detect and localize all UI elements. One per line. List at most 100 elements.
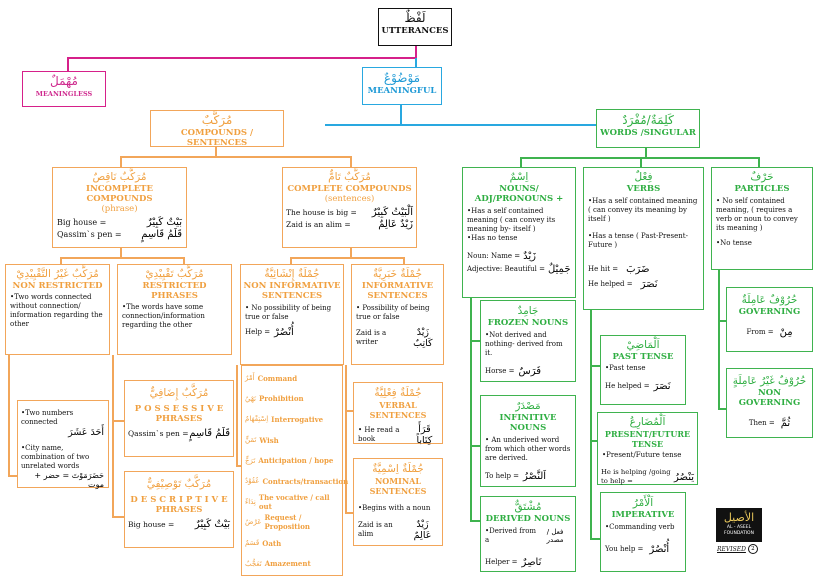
non-informative-box: جُمْلَةٌ إِنْشَائِيَّةٌ NON INFORMATIVE …: [240, 264, 344, 365]
descriptive-phrases-box: مُرَكَّبٌ تَوْصِيْفِيٌّ D E S C R I P T …: [124, 471, 234, 548]
meaningless-box: مُهْمَلٌ MEANINGLESS: [22, 71, 106, 107]
particles-box: حَرْفٌ PARTICLES • No self contained mea…: [711, 167, 813, 270]
example-arabic: اَلنَّصْرُ: [523, 471, 547, 482]
imperative-box: اَلْأَمْرُ IMPERATIVE •Commanding verb Y…: [600, 492, 686, 572]
sentence-type-item: تَرَجٍّAnticipation / hope: [245, 450, 339, 471]
compounds-arabic: مُرَكَّبٌ: [201, 113, 233, 127]
sentence-type-item: تَمَنٍّWish: [245, 430, 339, 451]
example-arabic: قَرَأَ كِتَاباً: [416, 424, 433, 446]
sentence-type-label: Prohibition: [259, 394, 304, 404]
sentence-type-item: نِدَاءٌThe vocative / call out: [245, 492, 339, 513]
numbers-line2: •City name, combination of two unrelated…: [21, 444, 90, 470]
sentence-type-arabic: تَمَنٍّ: [245, 436, 257, 445]
sentence-type-item: أَمْرٌCommand: [245, 368, 339, 389]
sentence-type-arabic: نِدَاءٌ: [245, 497, 256, 506]
sentence-type-item: قَسَمٌOath: [245, 533, 339, 554]
compounds-box: مُرَكَّبٌ COMPOUNDS / SENTENCES: [150, 110, 284, 148]
connector: [112, 516, 124, 518]
possessive-arabic: مُرَكَّبٌ إِضَافِيٌّ: [149, 387, 209, 399]
derived-desc-arabic: فعل / مصدر: [546, 528, 564, 544]
example-text: Zaid is a writer: [356, 329, 387, 346]
example-text: To help =: [485, 472, 520, 480]
example-text: Helper =: [485, 558, 518, 566]
revised-note: REVISED 2: [717, 543, 767, 555]
example-text: Adjective: Beautiful =: [467, 265, 545, 273]
connector: [60, 257, 62, 265]
present-label: PRESENT/FUTURE TENSE: [604, 429, 691, 449]
sentence-type-label: Amazement: [264, 559, 311, 569]
meaningful-box: مَوْضُوْعٌ MEANINGFUL: [362, 67, 442, 105]
restricted-desc: •The words have some connection/informat…: [122, 303, 205, 329]
sentence-type-label: Contracts/transaction: [262, 476, 349, 486]
present-arabic: اَلْمُضَارِعُ: [629, 416, 666, 428]
nouns-label: NOUNS/: [499, 184, 539, 194]
frozen-label: FROZEN NOUNS: [487, 318, 569, 328]
example-text: Horse =: [485, 367, 515, 375]
particles-label: PARTICLES: [734, 184, 790, 194]
example-text: Qassim`s pen =: [57, 230, 122, 239]
root-label: UTTERANCES: [381, 26, 449, 36]
connector: [112, 420, 124, 422]
sentence-type-arabic: تَعَجُّبٌ: [245, 559, 262, 568]
verbs-label: VERBS: [626, 184, 661, 194]
logo-line2: FOUNDATION: [724, 531, 754, 536]
derived-nouns-box: مُشْتَقٌّ DERIVED NOUNS •Derived from a …: [480, 496, 576, 572]
connector: [718, 270, 720, 410]
verbs-desc1: •Has a self contained meaning ( can conv…: [588, 197, 698, 223]
sentence-type-arabic: عُقُوْدٌ: [245, 477, 260, 486]
example-arabic: نَصَرَ: [653, 381, 671, 392]
informative-desc: • Possibility of being true or false: [356, 304, 430, 321]
connector: [758, 157, 760, 167]
connector: [8, 475, 18, 477]
connector: [345, 410, 353, 412]
connector: [183, 257, 185, 265]
connector: [590, 440, 600, 442]
sentence-type-label: Anticipation / hope: [258, 456, 334, 466]
complete-compounds-box: مُرَكَّبٌ تَامٌّ COMPLETE COMPOUNDS (sen…: [282, 167, 417, 248]
connector: [590, 310, 592, 540]
sentence-type-arabic: تَرَجٍّ: [245, 456, 256, 465]
connector: [470, 298, 472, 520]
past-label: PAST TENSE: [612, 352, 674, 362]
connector: [520, 157, 522, 167]
example-text: You help =: [605, 545, 644, 553]
meaningless-arabic: مُهْمَلٌ: [50, 74, 78, 88]
particles-desc1: • No self contained meaning, ( requires …: [716, 197, 798, 232]
example-arabic: زَيْدٌ عَالِمٌ: [413, 519, 432, 541]
example-text: He is helping /going to help =: [601, 468, 671, 485]
example-text: He helped =: [588, 280, 633, 288]
connector: [590, 365, 600, 367]
nonrestricted-desc: •Two words connected without connection/…: [10, 293, 103, 328]
nominal-sentences-box: جُمْلَةٌ اِسْمِيَّةٌ NOMINAL SENTENCES •…: [353, 458, 443, 546]
example-arabic: مِنْ: [779, 327, 793, 338]
descriptive-arabic: مُرَكَّبٌ تَوْصِيْفِيٌّ: [146, 478, 212, 490]
example-text: He helped =: [605, 382, 650, 390]
example-arabic: جَمِيْلٌ: [547, 264, 571, 275]
example-arabic: زَيْدٌ كَاتِبٌ: [413, 327, 433, 349]
governing-arabic: حُرُوْفٌ عَامِلَةٌ: [741, 294, 798, 306]
sentence-type-label: The vocative / call out: [258, 492, 330, 511]
root-arabic: لَفْظٌ: [404, 11, 426, 25]
restricted-phrases-box: مُرَكَّبٌ تَقْيِيْدِيْ RESTRICTED PHRASE…: [117, 264, 232, 355]
singular-label: WORDS /SINGULAR: [600, 128, 696, 138]
connector: [290, 257, 292, 265]
sentence-type-item: عُقُوْدٌContracts/transaction: [245, 471, 348, 492]
connector: [236, 365, 238, 465]
connector: [345, 512, 353, 514]
numbers-box: •Two numbers connected أَحَدَ عَشَرَ •Ci…: [17, 400, 109, 489]
example-arabic: نَصَرَ: [640, 279, 658, 290]
infinitive-desc: • An underived word from which other wor…: [485, 436, 571, 462]
nominal-label: NOMINAL SENTENCES: [369, 476, 427, 496]
imperative-arabic: اَلْأَمْرُ: [632, 497, 654, 509]
noninformative-label: NON INFORMATIVE SENTENCES: [243, 281, 341, 301]
example-text: Zaid is an alim: [358, 521, 393, 538]
example-text: Big house =: [128, 520, 175, 529]
meaningful-arabic: مَوْضُوْعٌ: [383, 71, 421, 85]
verbs-arabic: فِعْلٌ: [634, 171, 653, 183]
example-arabic: قَلَمُ قَاسِمٍ: [141, 229, 182, 240]
informative-box: جُمْلَةٌ خَبَرِيَّةٌ INFORMATIVE SENTENC…: [351, 264, 444, 365]
connector: [718, 408, 726, 410]
connector: [470, 340, 480, 342]
numbers-line2-arabic: حَضَرَمَوْتَ = حضر + موت: [34, 471, 104, 489]
